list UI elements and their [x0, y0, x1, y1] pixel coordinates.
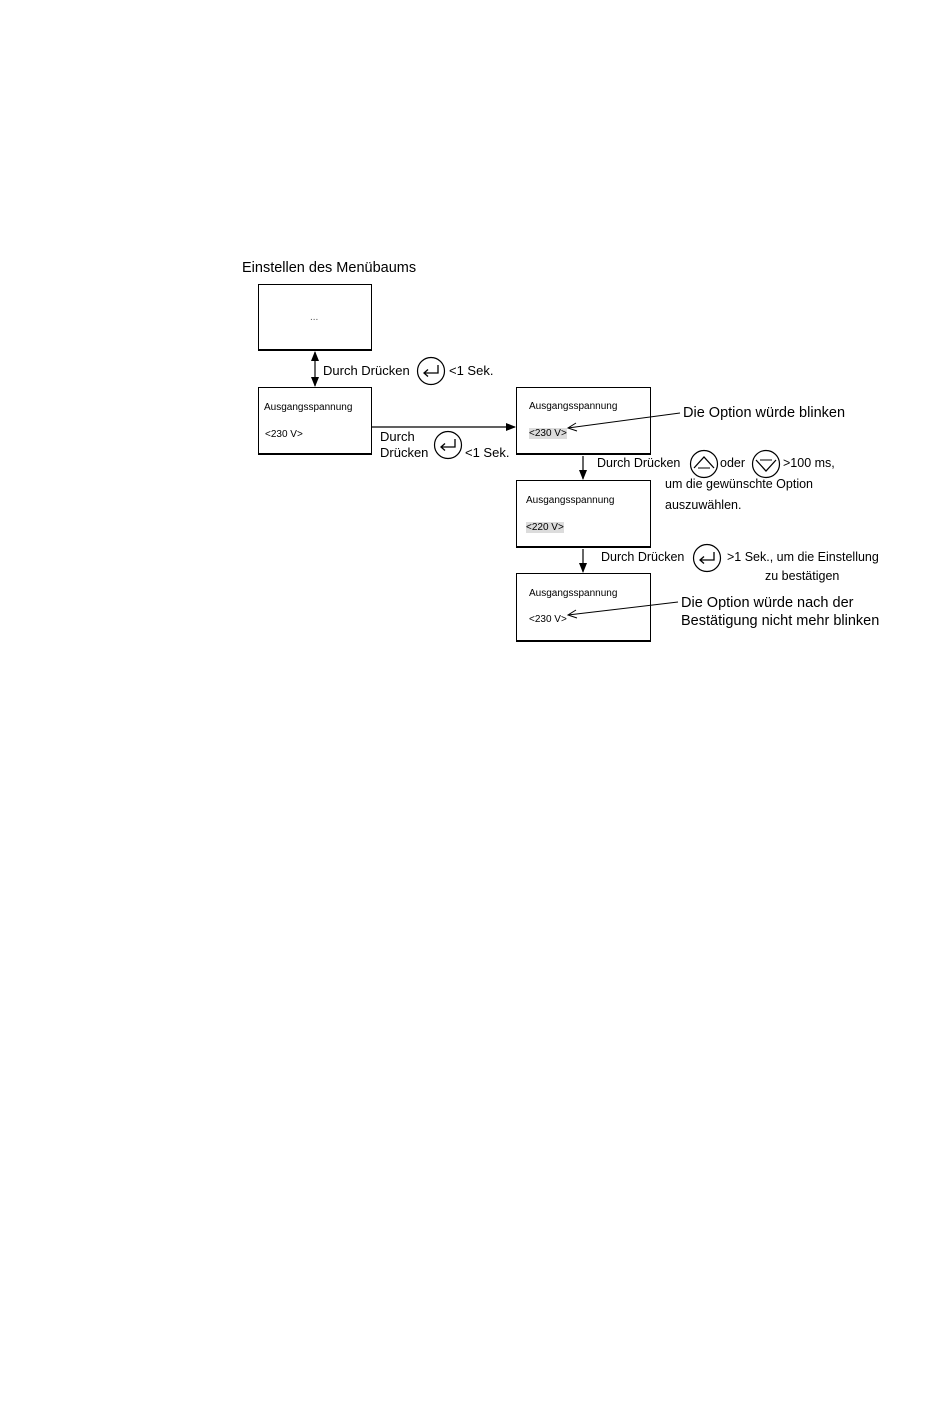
screen-value: <230 V>: [529, 614, 567, 625]
screen-option-blinking: Ausgangsspannung <230 V>: [516, 387, 651, 455]
label-select-line2: um die gewünschte Option: [665, 477, 814, 491]
screen-value: <230 V>: [529, 428, 567, 439]
label-time-1: <1 Sek.: [449, 363, 494, 378]
down-button-icon: [751, 449, 781, 479]
pointer-blink: [567, 412, 681, 429]
label-press-enter-2-line2: Drücken: [380, 445, 429, 460]
pointer-noblink: [567, 601, 679, 616]
label-time-3: >100 ms,: [783, 456, 835, 470]
enter-button-icon: [433, 430, 463, 460]
screen-previous-menu: ...: [258, 284, 372, 351]
note-no-blink-line2: Bestätigung nicht mehr blinken: [681, 613, 880, 629]
diagram-title: Einstellen des Menübaums: [242, 260, 417, 276]
enter-button-icon: [416, 356, 446, 386]
screen-value: <220 V>: [526, 522, 564, 533]
label-confirm-line2: zu bestätigen: [765, 569, 840, 583]
label-select-line3: auszuwählen.: [665, 498, 742, 512]
screen-value: <230 V>: [265, 429, 303, 440]
screen-title: Ausgangsspannung: [529, 588, 618, 599]
label-or: oder: [720, 456, 746, 470]
label-press-enter-1: Durch Drücken: [323, 363, 410, 378]
label-time-2: <1 Sek.: [465, 445, 510, 460]
screen-title: Ausgangsspannung: [526, 495, 615, 506]
label-time-4: >1 Sek., um die Einstellung: [727, 550, 879, 564]
screen-output-voltage: Ausgangsspannung <230 V>: [258, 387, 372, 455]
screen-title: Ausgangsspannung: [529, 401, 618, 412]
screen-title: Ausgangsspannung: [264, 402, 353, 413]
note-no-blink-line1: Die Option würde nach der: [681, 595, 854, 611]
label-press-enter-3: Durch Drücken: [601, 550, 685, 564]
note-option-blinking: Die Option würde blinken: [683, 405, 846, 421]
label-press-enter-2-line1: Durch: [380, 429, 415, 444]
screen-ellipsis: ...: [310, 312, 319, 323]
up-button-icon: [689, 449, 719, 479]
label-press-updown: Durch Drücken: [597, 456, 681, 470]
screen-option-selected: Ausgangsspannung <220 V>: [516, 480, 651, 548]
enter-button-icon: [692, 543, 722, 573]
